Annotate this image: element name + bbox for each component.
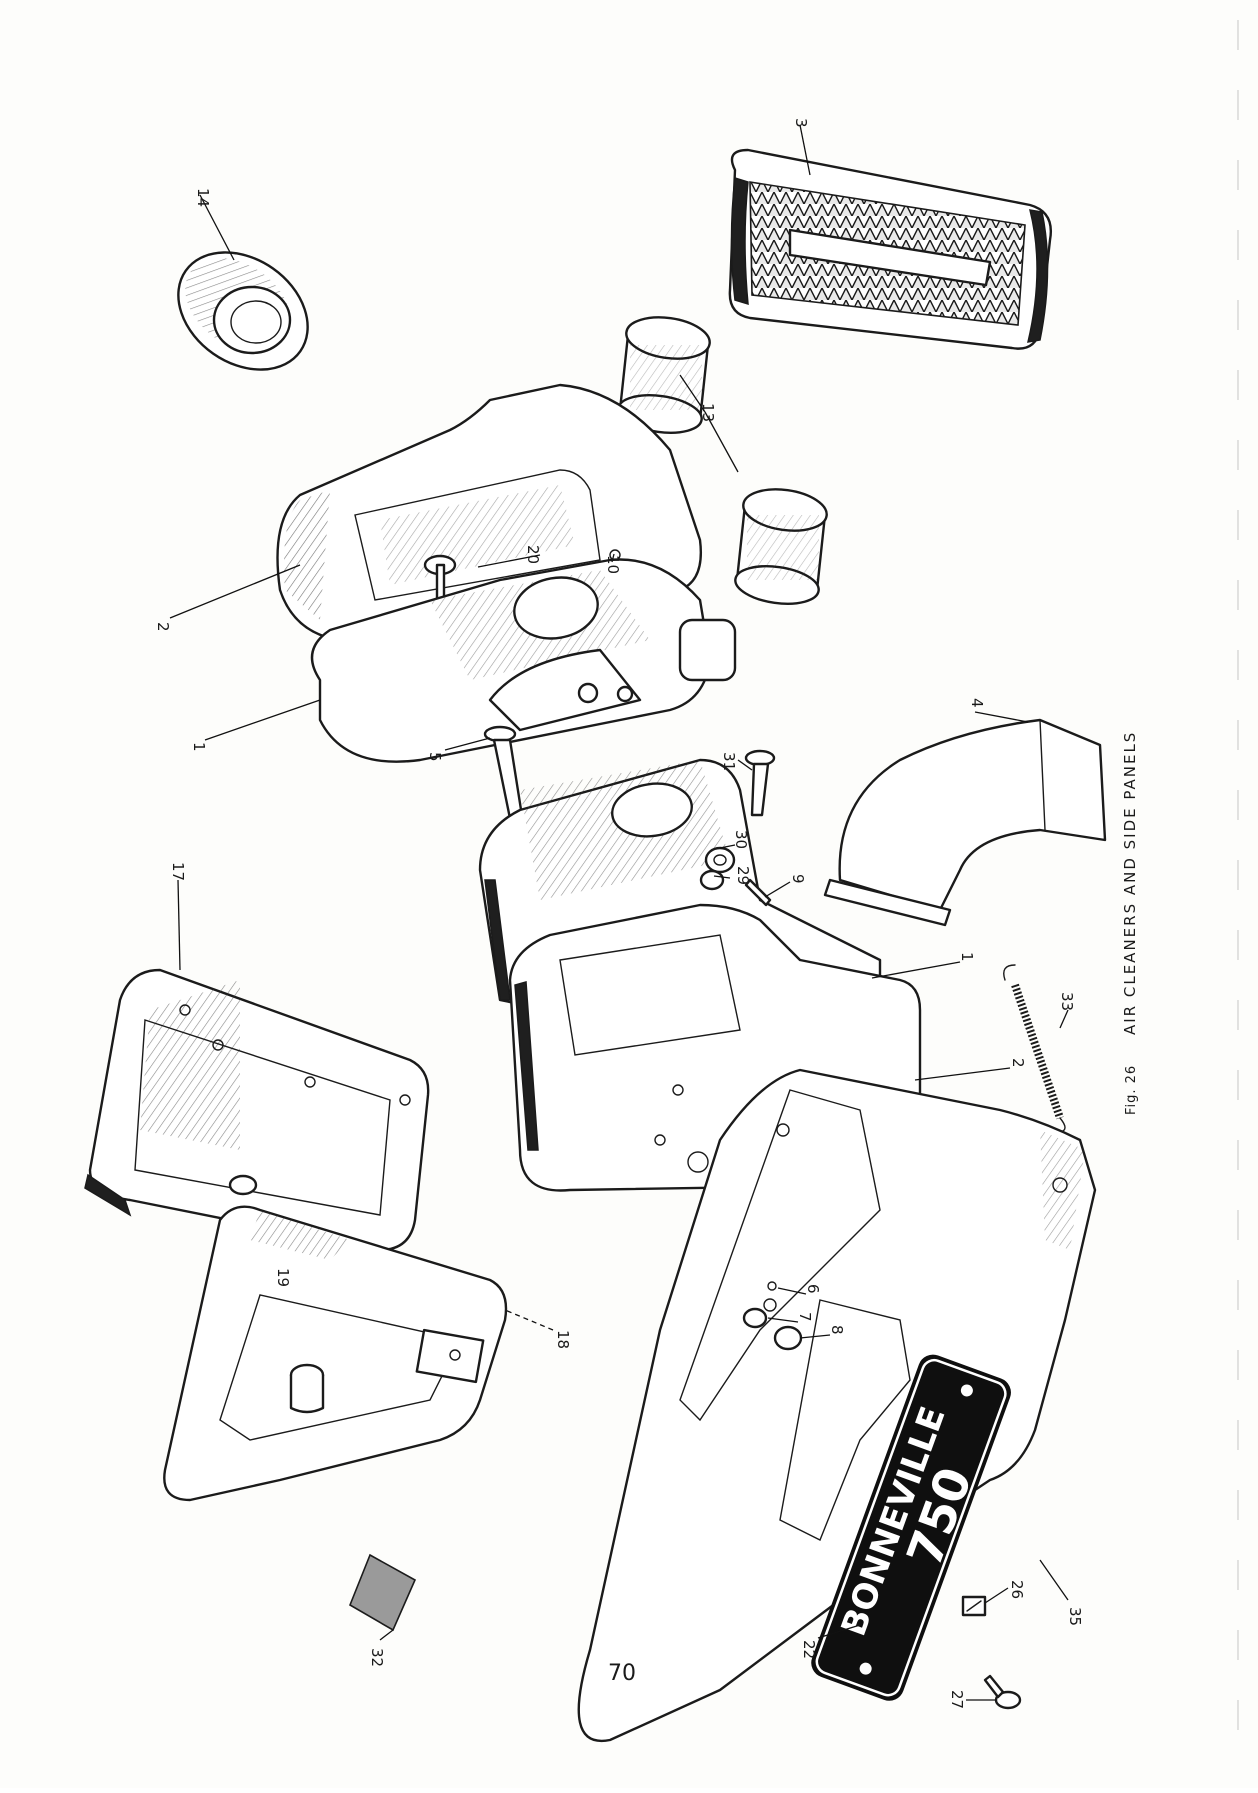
callout-18: 18	[554, 1330, 572, 1349]
callout-17: 17	[169, 862, 187, 881]
part-29-grommet	[699, 869, 725, 891]
callout-10: 10	[604, 555, 622, 574]
callout-4: 4	[968, 698, 986, 708]
part-14-intake-rubber	[177, 251, 309, 371]
callout-2-lower: 2	[1009, 1058, 1027, 1068]
callout-14: 14	[194, 188, 212, 207]
part-3-filter-element	[728, 148, 1052, 350]
callout-19: 19	[274, 1268, 292, 1287]
part-9-stud	[744, 878, 772, 907]
callout-22: 22	[800, 1640, 818, 1659]
callout-20: 20	[524, 545, 542, 564]
callout-1-upper: 1	[190, 742, 208, 752]
callout-31: 31	[720, 752, 738, 771]
part-35-side-cover	[577, 1068, 1097, 1743]
callout-29: 29	[734, 866, 752, 885]
figure-label: Fig. 26	[1124, 1065, 1139, 1115]
callout-6: 6	[804, 1284, 822, 1294]
part-13-sleeve-upper	[617, 316, 711, 434]
callout-27: 27	[948, 1690, 966, 1709]
callout-numbers: 14 3 2 20 10 13 1 5 31 4 30 29 9 1 2 33 …	[154, 118, 1084, 1709]
callout-2-upper: 2	[154, 622, 172, 632]
leader-lines	[169, 124, 1069, 1701]
callout-30: 30	[732, 830, 750, 849]
callout-1-lower: 1	[958, 952, 976, 962]
figure-caption: Fig. 26 AIR CLEANERS AND SIDE PANELS	[1121, 731, 1139, 1115]
callout-5: 5	[426, 752, 444, 762]
callout-32: 32	[368, 1648, 386, 1667]
part-33-spring	[1003, 964, 1066, 1133]
callout-9: 9	[789, 874, 807, 884]
callout-33: 33	[1058, 992, 1076, 1011]
callout-3: 3	[792, 118, 810, 128]
part-26-clip	[961, 1595, 987, 1617]
callout-8: 8	[828, 1325, 846, 1335]
callout-35: 35	[1066, 1607, 1084, 1626]
part-30-grommet	[704, 846, 736, 874]
callout-13: 13	[699, 403, 717, 422]
part-18-panel-frame	[163, 1205, 508, 1502]
callout-26: 26	[1008, 1580, 1026, 1599]
part-7-grommet	[742, 1307, 768, 1329]
part-31-bolt	[744, 749, 776, 817]
part-27-screw	[983, 1674, 1022, 1710]
part-17-panel-inner	[84, 968, 430, 1252]
part-1-upper-airbox-back	[310, 558, 737, 763]
page-number: 70	[608, 1661, 636, 1686]
callout-7: 7	[796, 1312, 814, 1322]
part-32-pad	[349, 1553, 417, 1632]
part-8-bush	[773, 1325, 803, 1351]
part-4-intake-elbow	[823, 718, 1107, 927]
part-13-sleeve-lower	[734, 488, 828, 605]
figure-title: AIR CLEANERS AND SIDE PANELS	[1121, 731, 1139, 1035]
part-6-hole	[767, 1281, 777, 1291]
